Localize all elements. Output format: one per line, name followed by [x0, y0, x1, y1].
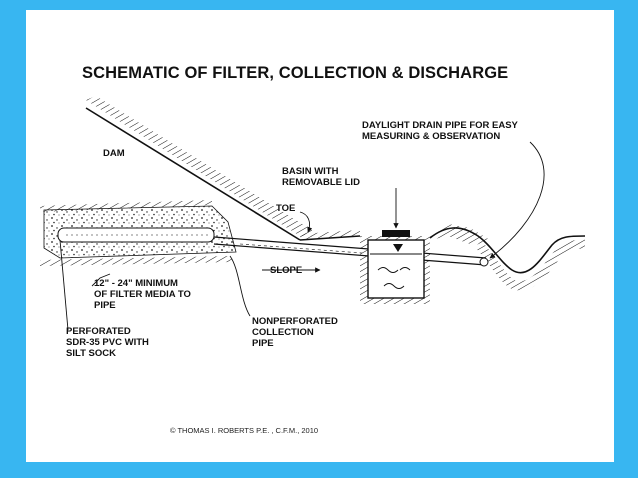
water-level-icon [393, 244, 403, 252]
ground-surface [299, 224, 586, 291]
label-dam: DAM [103, 148, 125, 159]
label-toe: TOE [276, 203, 296, 214]
label-daylight-drain: DAYLIGHT DRAIN PIPE FOR EASY MEASURING &… [362, 120, 518, 142]
removable-lid [382, 230, 410, 237]
label-filter-media: 12" - 24" MINIMUM OF FILTER MEDIA TO PIP… [94, 278, 191, 311]
leader-lines [59, 141, 545, 331]
basin [360, 230, 430, 304]
dam-embankment [85, 96, 312, 241]
collection-pipe [213, 236, 489, 267]
copyright-credit: © THOMAS I. ROBERTS P.E. , C.F.M., 2010 [170, 426, 319, 435]
diagram-title: SCHEMATIC OF FILTER, COLLECTION & DISCHA… [82, 64, 509, 82]
label-basin: BASIN WITH REMOVABLE LID [282, 166, 360, 188]
label-perforated-pipe: PERFORATED SDR-35 PVC WITH SILT SOCK [66, 326, 149, 359]
label-nonperforated-pipe: NONPERFORATED COLLECTION PIPE [252, 316, 338, 349]
perforated-pipe [57, 227, 215, 243]
label-slope: SLOPE [270, 265, 303, 276]
